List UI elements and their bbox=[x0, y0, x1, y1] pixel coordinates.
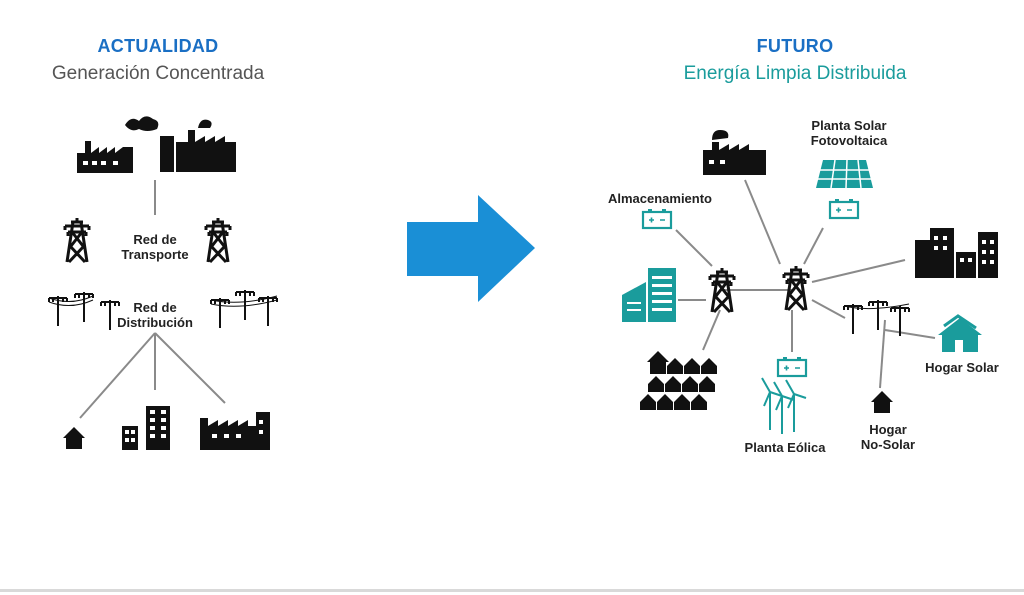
wind-turbine-icon bbox=[761, 377, 807, 435]
city-buildings-icon bbox=[915, 228, 998, 278]
solar-home-icon bbox=[938, 314, 982, 352]
house-icon bbox=[871, 391, 893, 413]
power-plant-icon bbox=[77, 116, 236, 173]
battery-icon bbox=[776, 355, 808, 378]
battery-icon bbox=[641, 207, 673, 230]
consumer-icons bbox=[63, 406, 270, 450]
battery-icon bbox=[828, 197, 860, 220]
network-lines bbox=[675, 179, 936, 389]
distribution-pole-icon bbox=[48, 289, 278, 331]
solar-home-label: Hogar Solar bbox=[925, 360, 999, 375]
village-icon bbox=[640, 351, 717, 410]
solar-panel-icon bbox=[816, 159, 873, 189]
power-plant-icon bbox=[703, 130, 766, 175]
storage-label: Almacenamiento bbox=[607, 191, 713, 206]
right-heading: FUTURO bbox=[756, 36, 834, 56]
bottom-divider bbox=[0, 589, 1024, 592]
wind-plant-label: Planta Eólica bbox=[744, 440, 826, 455]
distribution-pole-icon bbox=[843, 299, 910, 337]
left-heading: ACTUALIDAD bbox=[97, 36, 219, 56]
right-subheading: Energía Limpia Distribuida bbox=[683, 63, 907, 84]
arrow-right-icon bbox=[407, 195, 535, 302]
distribution-lines bbox=[79, 332, 226, 419]
left-subheading: Generación Concentrada bbox=[51, 63, 265, 84]
office-building-icon bbox=[622, 268, 676, 322]
